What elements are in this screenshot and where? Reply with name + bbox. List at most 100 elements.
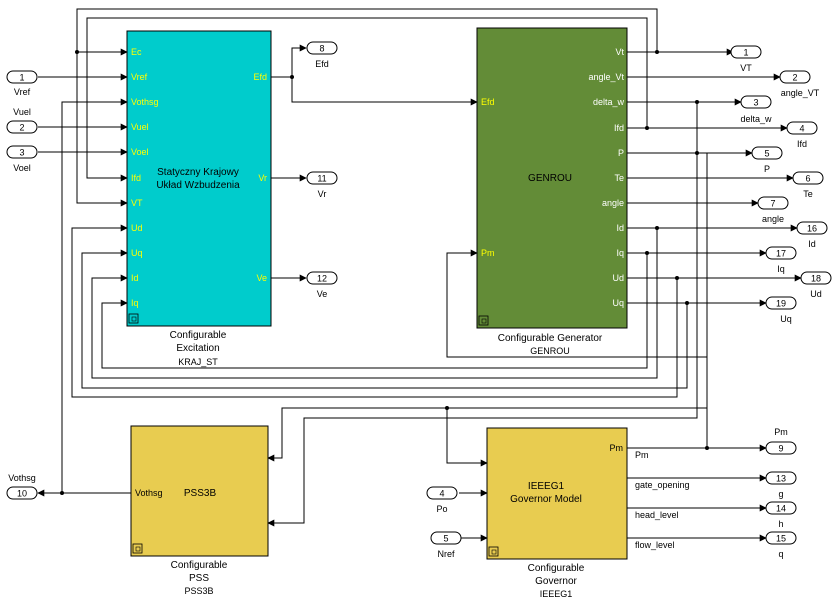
port-oval[interactable] <box>6 145 38 159</box>
port-number: 16 <box>807 224 817 234</box>
outport-13[interactable]: 13g <box>765 471 797 499</box>
outport-15[interactable]: 15q <box>765 531 797 559</box>
port-oval[interactable] <box>306 171 338 185</box>
gen-out-ifd: Ifd <box>614 123 624 133</box>
gen-out-vt: Vt <box>615 47 624 57</box>
inport-4[interactable]: 4Po <box>426 486 458 514</box>
governor-caption-2: Governor <box>535 576 577 587</box>
wire-deltaw-to-gov <box>446 408 488 467</box>
port-oval[interactable] <box>430 531 462 545</box>
port-oval[interactable] <box>6 120 38 134</box>
port-label: h <box>778 519 783 529</box>
junction-dot <box>675 276 679 280</box>
port-label: angle_VT <box>781 88 820 98</box>
port-number: 3 <box>753 98 758 108</box>
port-oval[interactable] <box>765 296 797 310</box>
port-oval[interactable] <box>730 45 762 59</box>
port-oval[interactable] <box>765 531 797 545</box>
wire-efd-out <box>291 44 307 77</box>
exc-out-ve: Ve <box>256 273 267 283</box>
excitation-caption-2: Excitation <box>176 343 219 354</box>
port-number: 14 <box>776 504 786 514</box>
port-oval[interactable] <box>306 271 338 285</box>
port-label: angle <box>762 214 784 224</box>
port-number: 4 <box>439 489 444 499</box>
pss-block[interactable]: Vothsg PSS3B Configurable PSS PSS3B <box>130 425 269 596</box>
junction-dot <box>695 151 699 155</box>
outport-5[interactable]: 5P <box>751 146 783 174</box>
signal-lines <box>37 8 802 542</box>
excitation-title-line2: Układ Wzbudzenia <box>156 180 240 191</box>
port-oval[interactable] <box>765 441 797 455</box>
governor-block-body[interactable] <box>486 427 628 560</box>
gen-in-efd: Efd <box>481 97 495 107</box>
port-label: Uq <box>780 314 792 324</box>
port-oval[interactable] <box>792 171 824 185</box>
port-oval[interactable] <box>765 471 797 485</box>
port-oval[interactable] <box>6 70 38 84</box>
port-oval[interactable] <box>751 146 783 160</box>
subsystem-icon-inner <box>135 546 141 552</box>
outport-9[interactable]: 9Pm <box>765 427 797 455</box>
port-label: Pm <box>774 427 788 437</box>
wire-pm-to-gen <box>446 249 708 448</box>
gov-out-pm: Pm <box>610 443 624 453</box>
port-oval[interactable] <box>306 41 338 55</box>
gen-in-pm: Pm <box>481 248 495 258</box>
junction-dot <box>75 50 79 54</box>
generator-block-body[interactable] <box>476 27 628 329</box>
port-oval[interactable] <box>800 271 832 285</box>
outport-14[interactable]: 14 h <box>765 501 797 529</box>
junction-dot <box>290 75 294 79</box>
gen-out-uq: Uq <box>612 298 624 308</box>
exc-in-uq: Uq <box>131 248 143 258</box>
port-number: 18 <box>811 274 821 284</box>
port-label: Efd <box>315 59 329 69</box>
wire-id-feedback <box>91 228 658 379</box>
port-oval[interactable] <box>765 246 797 260</box>
port-label: Voel <box>13 163 31 173</box>
excitation-block-body[interactable] <box>126 30 272 327</box>
excitation-block[interactable]: Ec Vref Vothsg Vuel Voel Ifd VT Ud Uq Id… <box>126 30 272 367</box>
port-number: 11 <box>317 174 326 184</box>
port-oval[interactable] <box>740 95 772 109</box>
governor-block[interactable]: Pm IEEEG1 Governor Model Configurable Go… <box>486 427 628 599</box>
pss-caption-1: Configurable <box>171 560 228 571</box>
outport-1[interactable]: 1VT <box>730 45 762 73</box>
generator-block[interactable]: Efd Pm Vt angle_Vt delta_w Ifd P Te angl… <box>476 27 628 356</box>
port-oval[interactable] <box>786 121 818 135</box>
outport-6[interactable]: 6Te <box>792 171 824 199</box>
port-oval[interactable] <box>779 70 811 84</box>
wire-deltaw-to-pss <box>267 102 698 527</box>
port-number: 1 <box>743 48 748 58</box>
pss-block-body[interactable] <box>130 425 269 557</box>
port-oval[interactable] <box>765 501 797 515</box>
port-number: 8 <box>319 44 324 54</box>
exc-in-vref: Vref <box>131 72 148 82</box>
port-oval[interactable] <box>6 486 38 500</box>
subsystem-icon-inner <box>491 549 497 555</box>
port-oval[interactable] <box>757 196 789 210</box>
port-oval[interactable] <box>426 486 458 500</box>
port-label: VT <box>740 63 752 73</box>
port-label: P <box>764 164 770 174</box>
port-oval[interactable] <box>796 221 828 235</box>
port-label: Nref <box>437 549 455 559</box>
port-label: g <box>778 489 783 499</box>
